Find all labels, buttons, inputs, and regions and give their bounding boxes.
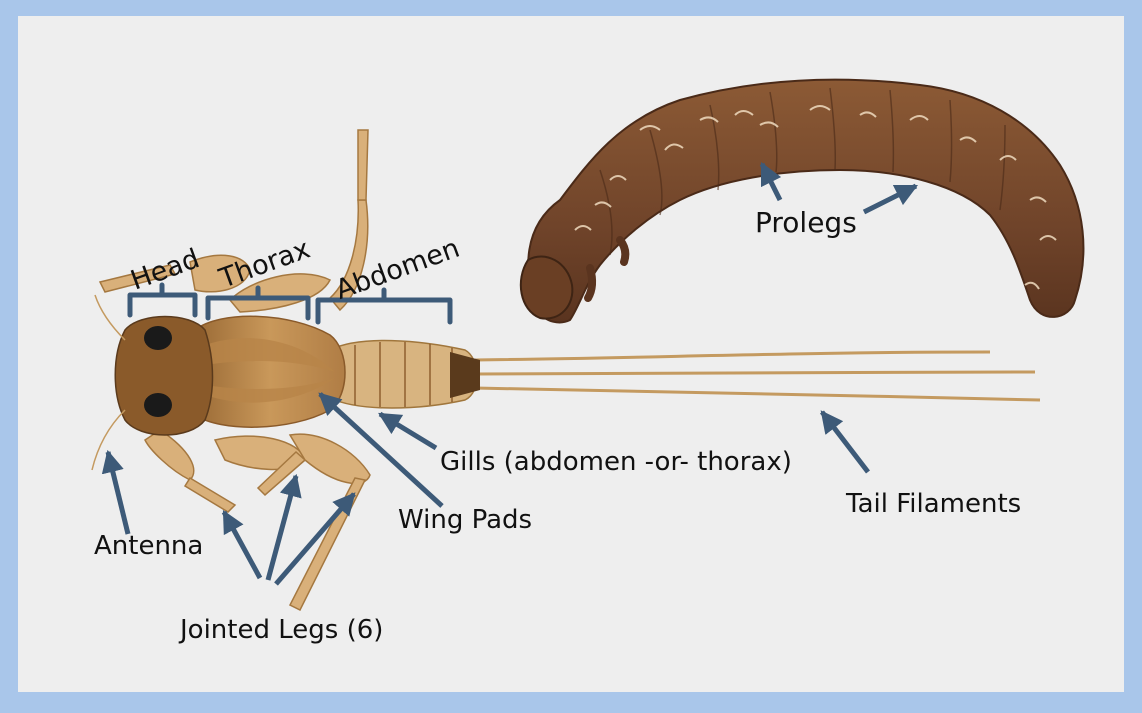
mayfly-abdomen-tip [450,352,480,398]
label-gills: Gills (abdomen -or- thorax) [440,447,792,477]
mayfly-thorax [195,316,345,427]
label-jointed-legs: Jointed Legs (6) [178,615,383,645]
mayfly-eye [144,393,172,417]
label-tail-filaments: Tail Filaments [845,489,1021,519]
mayfly-eye [144,326,172,350]
label-prolegs: Prolegs [755,206,857,239]
label-wing-pads: Wing Pads [398,505,532,535]
label-antenna: Antenna [94,531,203,561]
caterpillar-proleg [588,268,592,298]
